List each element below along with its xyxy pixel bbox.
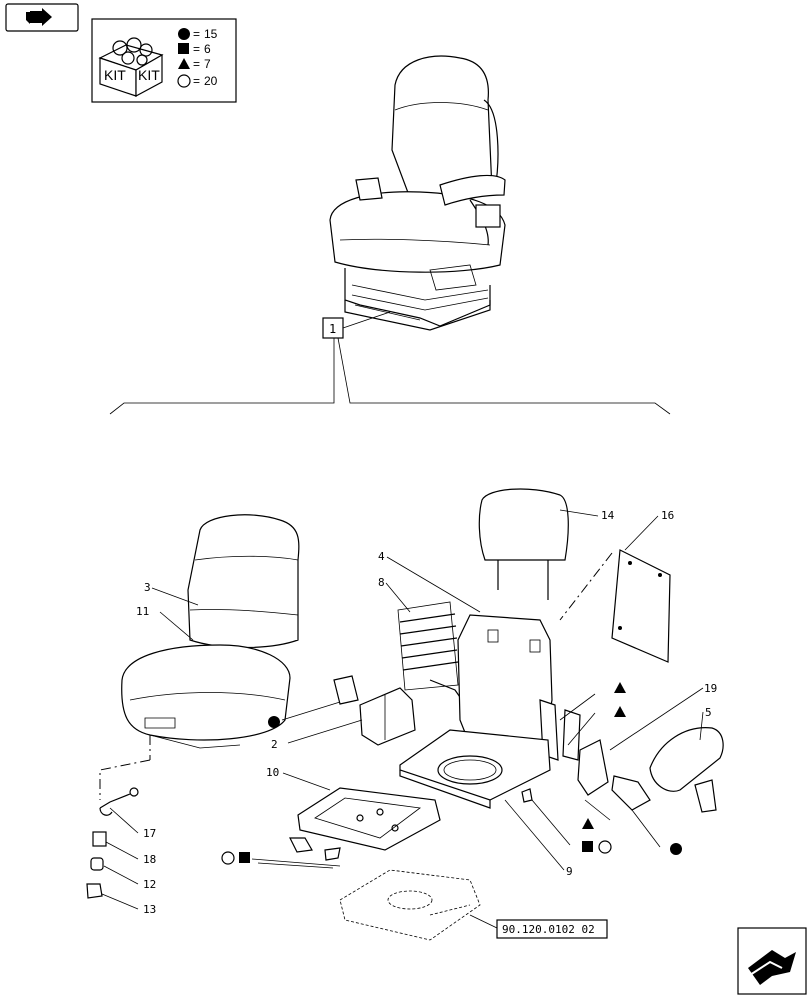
reference-code: 90.120.0102 02 [502,923,595,936]
kit-legend: KIT KIT = 15 = 6 = 7 = 20 [91,18,237,103]
open-circle-count: 20 [204,74,218,88]
seat-cover-parts [121,514,300,749]
part-label-19: 19 [704,682,717,695]
armrest-parts [577,727,724,813]
part-label-10: 10 [266,766,279,779]
back-panel [559,549,671,663]
kit-label-left: KIT [104,67,126,83]
small-parts [86,735,151,899]
open-circle-icon [177,74,191,88]
filled-circle-count: 15 [204,27,218,41]
kit-symbol-square-2 [239,852,250,863]
assembly-callout: 1 [109,311,671,415]
kit-symbol-circle-1 [268,716,280,728]
filled-circle-icon [178,28,190,40]
part-label-16: 16 [661,509,674,522]
part-label-14: 14 [601,509,615,522]
reference-code-box: 90.120.0102 02 [469,914,608,939]
leader-lines [101,509,704,910]
part-label-4: 4 [378,550,385,563]
part-label-12: 12 [143,878,156,891]
svg-text:=: = [193,74,200,88]
kit-label-right: KIT [138,67,160,83]
kit-box-icon: KIT KIT [98,37,164,98]
part-label-17: 17 [143,827,156,840]
arrow-down-left-icon [748,950,796,985]
lumbar-support [397,601,463,701]
svg-text:=: = [193,42,200,56]
nav-next-button[interactable] [737,927,807,995]
part-label-13: 13 [143,903,156,916]
filled-square-count: 6 [204,42,211,56]
part-label-9: 9 [566,865,573,878]
kit-symbol-circle-2 [670,843,682,855]
svg-text:=: = [193,57,200,71]
kit-symbol-open-circle-1 [598,840,612,854]
part-label-2: 2 [271,738,278,751]
backrest-frame [457,488,581,761]
part-label-18: 18 [143,853,156,866]
filled-triangle-icon [178,58,190,69]
assembled-seat-drawing [329,55,506,331]
nav-back-button[interactable] [5,3,79,32]
part-label-8: 8 [378,576,385,589]
base-plate [399,729,551,809]
kit-symbol-triangle-1 [614,682,626,693]
kit-symbol-triangle-2 [614,706,626,717]
filled-triangle-count: 7 [204,57,211,71]
kit-symbol-triangle-3 [582,818,594,829]
kit-symbol-open-circle-2 [221,851,235,865]
kit-symbol-square-1 [582,841,593,852]
svg-text:=: = [193,27,200,41]
filled-square-icon [178,43,189,54]
part-label-11: 11 [136,605,149,618]
part-label-3: 3 [144,581,151,594]
slide-rail-plate [257,787,441,869]
part-label-5: 5 [705,706,712,719]
seat-base-ghost [339,869,481,941]
assembly-label: 1 [329,322,336,336]
arrow-right-icon [30,8,52,26]
bracket-part [333,675,416,746]
